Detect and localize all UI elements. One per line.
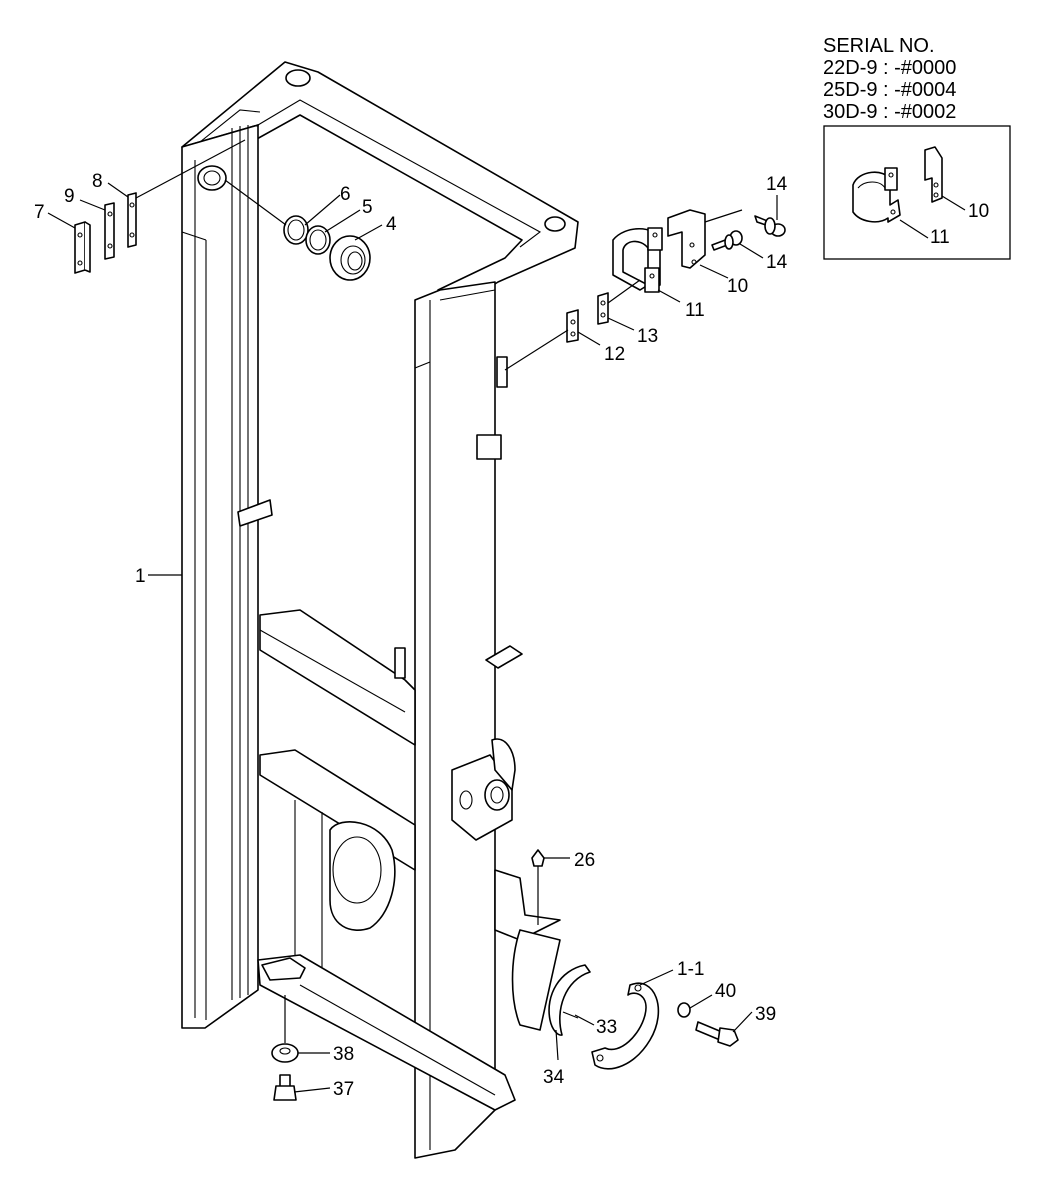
bearing-4 [329,235,371,281]
bolt-14-upper [754,215,786,237]
label-1-1: 1-1 [677,959,704,980]
bolt-14-lower [711,230,743,251]
label-38: 38 [333,1044,354,1065]
serial-line-2: 25D-9 : -#0004 [823,79,956,101]
label-9: 9 [64,186,75,207]
plate-7 [74,221,91,274]
label-6: 6 [340,184,351,205]
label-12: 12 [604,344,625,365]
label-1: 1 [135,566,146,587]
label-37: 37 [333,1079,354,1100]
label-5: 5 [362,197,373,218]
trunnion-cap-1-1 [591,982,660,1070]
bolt-39 [695,1021,739,1047]
grease-nipple-26 [531,849,545,867]
label-14-lower: 14 [766,252,788,273]
part-labels: 1 7 9 8 6 5 4 14 14 10 11 13 12 26 1-1 4… [34,171,788,1100]
serial-line-3: 30D-9 : -#0002 [823,101,956,123]
roller-stud [197,165,227,191]
plate-9 [104,202,115,260]
shim-6 [283,215,309,245]
clamp-11 [612,227,663,293]
bushing-34 [548,964,591,1036]
bolt-37 [273,1074,297,1101]
label-14-upper: 14 [766,174,788,195]
outer-mast-frame [181,61,579,1159]
plate-12 [566,309,579,343]
plate-8 [127,192,137,248]
serial-line-1: 22D-9 : -#0000 [823,57,956,79]
serial-heading: SERIAL NO. [823,35,935,57]
ring-5 [305,225,331,255]
serial-number-block: SERIAL NO. 22D-9 : -#0000 25D-9 : -#0004… [823,35,956,123]
label-7: 7 [34,202,45,223]
inset-box: 10 11 [823,125,1011,260]
label-34: 34 [543,1067,565,1088]
leader-lines [47,139,778,1093]
washer-38 [271,1043,299,1063]
label-10: 10 [727,276,748,297]
washer-40 [677,1002,691,1018]
label-13: 13 [637,326,658,347]
label-40: 40 [715,981,736,1002]
label-11: 11 [685,300,705,321]
inset-label-10: 10 [968,201,989,222]
label-8: 8 [92,171,103,192]
bracket-10 [667,209,706,269]
inset-label-11: 11 [930,227,950,248]
label-4: 4 [386,214,397,235]
label-26: 26 [574,850,595,871]
label-39: 39 [755,1004,776,1025]
pin-33 [562,1011,579,1019]
plate-13 [597,292,609,325]
label-33: 33 [596,1017,617,1038]
